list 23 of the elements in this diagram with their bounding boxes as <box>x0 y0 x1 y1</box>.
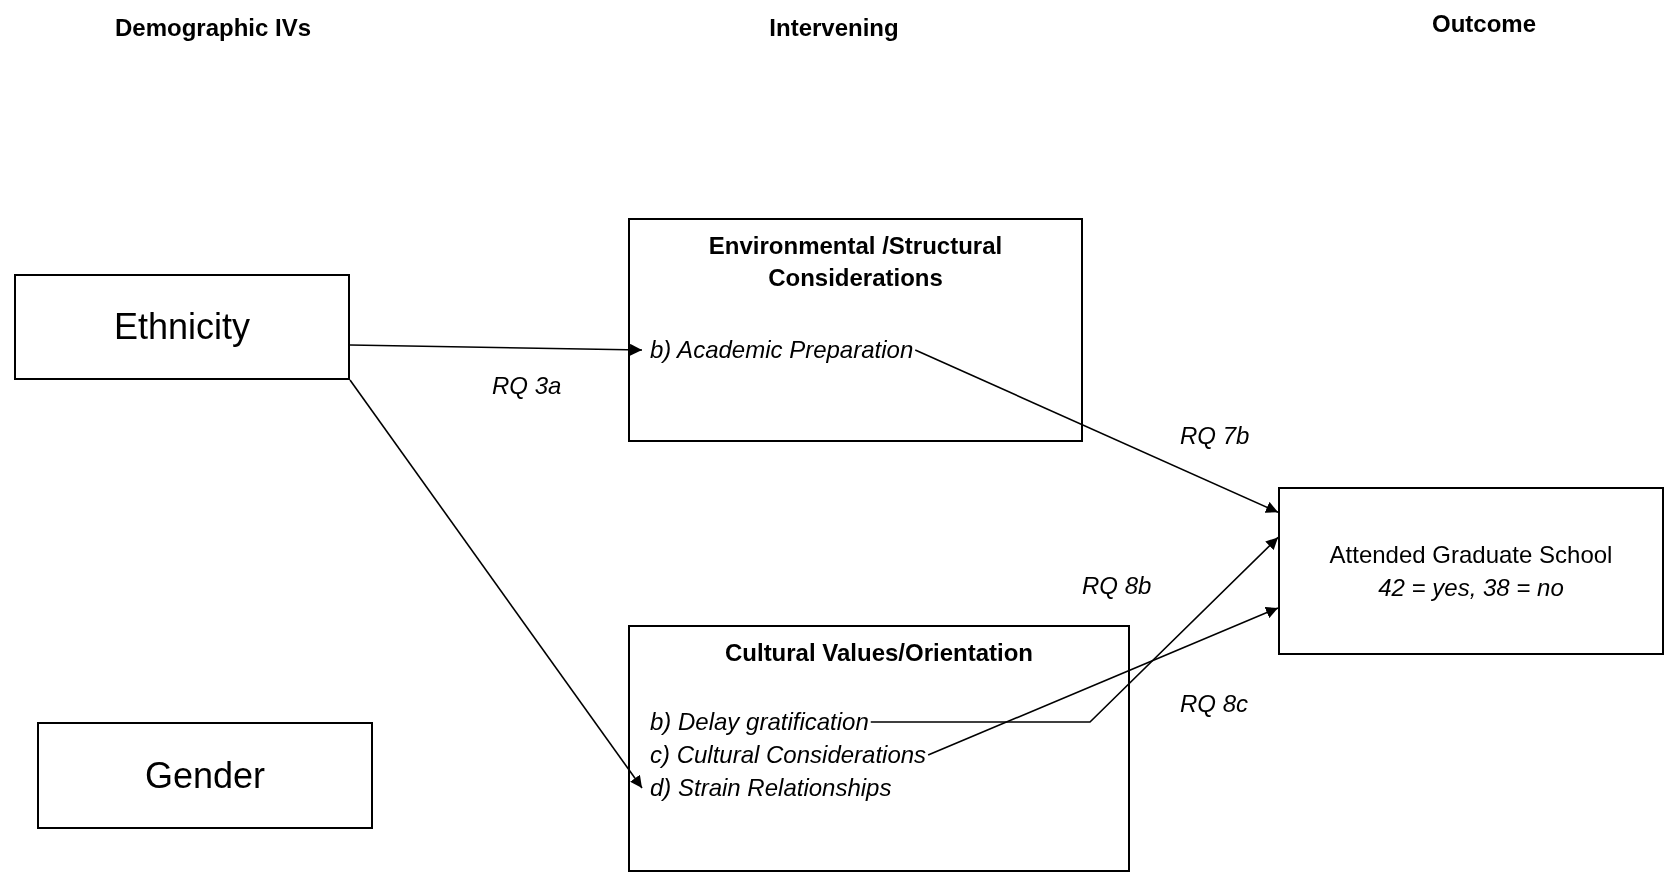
arrow <box>927 607 1279 756</box>
construct-box <box>628 218 1083 442</box>
column-heading: Intervening <box>769 14 899 42</box>
variable-box <box>37 722 373 829</box>
construct-item: b) Delay gratification <box>642 706 871 738</box>
arrow <box>349 343 643 356</box>
variable-label: Gender <box>144 754 266 797</box>
construct-item: d) Strain Relationships <box>642 772 894 804</box>
construct-item: b) Academic Preparation <box>642 334 916 366</box>
column-heading: Demographic IVs <box>114 14 312 42</box>
column-heading: Outcome <box>1432 10 1536 38</box>
arrow <box>349 379 643 789</box>
arrow <box>914 349 1279 513</box>
outcome-counts: 42 = yes, 38 = no <box>1377 573 1565 603</box>
arrow <box>869 536 1279 723</box>
construct-box <box>628 625 1130 872</box>
construct-heading: Environmental /Structural Considerations <box>707 231 1004 293</box>
variable-box <box>14 274 350 380</box>
outcome-box <box>1278 487 1664 655</box>
construct-item: c) Cultural Considerations <box>642 739 929 771</box>
construct-heading: Cultural Values/Orientation <box>723 638 1035 668</box>
variable-label: Ethnicity <box>113 306 251 348</box>
outcome-label: Attended Graduate School <box>1328 540 1614 570</box>
